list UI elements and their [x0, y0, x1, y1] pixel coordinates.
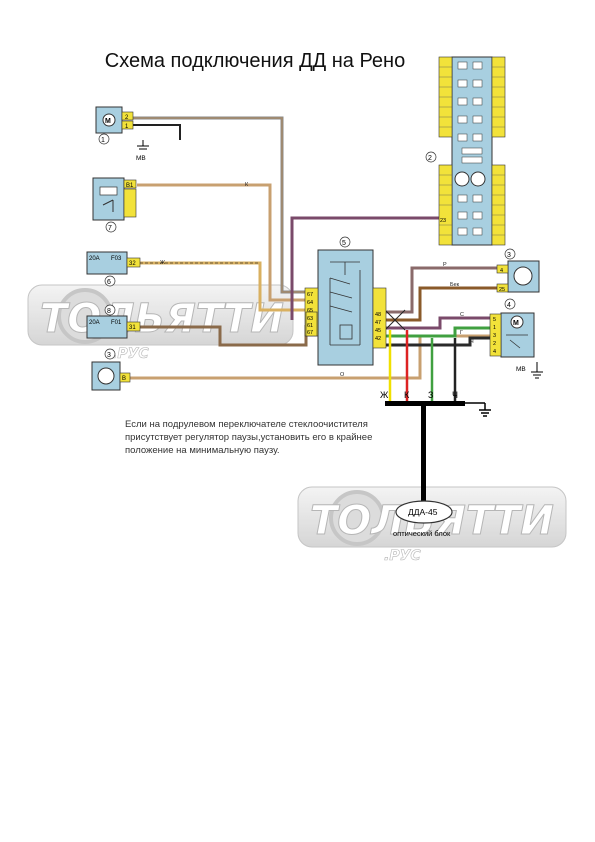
svg-text:5: 5	[493, 317, 496, 323]
note-text: Если на подрулевом переключателе стеклоо…	[125, 419, 373, 456]
wires	[120, 116, 500, 402]
svg-text:B: B	[122, 376, 126, 382]
component-4-wiper-motor: 4 М 5 1 3 2 4 МВ	[489, 298, 543, 379]
svg-text:45: 45	[375, 328, 381, 334]
svg-text:Г: Г	[460, 330, 463, 336]
component-number: 5	[342, 240, 346, 247]
component-number: 7	[108, 225, 112, 232]
svg-text:25: 25	[499, 287, 505, 293]
horn-icon	[97, 367, 115, 385]
component-number: 1	[101, 137, 105, 144]
bus-label: Ж	[380, 390, 389, 400]
bus-label: З	[428, 390, 433, 400]
wire	[140, 325, 308, 347]
tire-icon	[329, 490, 385, 546]
svg-text:МВ: МВ	[136, 155, 146, 162]
component-3-left: 3 B	[91, 348, 131, 391]
svg-text:М: М	[513, 320, 519, 327]
watermark-subtext: .РУС	[112, 346, 149, 362]
svg-text:42: 42	[375, 336, 381, 342]
svg-text:20A: 20A	[89, 320, 100, 326]
svg-text:С: С	[460, 312, 464, 318]
component-number: 6	[107, 279, 111, 286]
svg-text:23: 23	[440, 218, 446, 224]
component-8: 8 20A F01 31	[86, 304, 141, 339]
svg-text:61: 61	[307, 323, 313, 329]
svg-text:20A: 20A	[89, 256, 100, 262]
component-number: 4	[507, 302, 511, 309]
svg-text:65: 65	[307, 308, 313, 314]
watermark-text: ТОЛЬЯТТИ	[40, 296, 284, 342]
wire	[385, 286, 498, 322]
page-title: Схема подключения ДД на Рено	[104, 50, 406, 72]
wire	[137, 183, 306, 302]
indicator-lamps	[457, 61, 483, 164]
motor-icon	[102, 113, 116, 127]
optical-block-label: оптический блок	[393, 529, 451, 538]
svg-text:4: 4	[500, 268, 503, 274]
horn-icon	[513, 266, 533, 286]
dda-sensor: ДДА-45 оптический блок	[393, 500, 453, 538]
watermark-logo: ТОЛЬЯТТИ .РУС	[27, 284, 294, 362]
svg-text:4: 4	[493, 349, 496, 355]
svg-text:48: 48	[375, 312, 381, 318]
switch-contacts	[329, 261, 361, 346]
svg-text:31: 31	[129, 325, 136, 331]
gauge-icon	[470, 171, 486, 187]
component-7: B1 7	[92, 177, 137, 233]
wire	[384, 309, 406, 331]
wire	[385, 326, 492, 338]
motor-icon	[510, 315, 524, 329]
svg-text:Ж: Ж	[160, 260, 165, 266]
svg-text:2: 2	[125, 115, 129, 121]
wire	[133, 117, 306, 293]
wire	[290, 216, 440, 320]
bus-bar: Ж К З Ч	[380, 390, 491, 506]
svg-text:32: 32	[129, 261, 136, 267]
svg-text:64: 64	[307, 300, 313, 306]
svg-text:Ч: Ч	[470, 339, 474, 345]
component-number: 8	[107, 308, 111, 315]
wire-labels: Р Бек С Г Ч К О Ж	[160, 182, 474, 378]
svg-text:2: 2	[493, 341, 496, 347]
svg-text:B1: B1	[126, 183, 134, 189]
svg-text:63: 63	[307, 316, 313, 322]
component-6: 20A F03 32 6	[86, 251, 141, 287]
component-3-right: 3 4 25	[496, 248, 540, 293]
svg-text:М: М	[105, 118, 111, 125]
component-1: М 2 1 1 МВ	[95, 106, 149, 162]
svg-text:К: К	[245, 182, 249, 188]
wire	[385, 266, 498, 314]
component-5-relay: 5 67 64 65 63 61 67 48 47 45 42	[304, 236, 387, 366]
bus-label: Ч	[452, 390, 458, 400]
watermark-logo: ТОЛЬЯТТИ .РУС	[297, 486, 567, 564]
component-number: 3	[107, 352, 111, 359]
wire	[133, 124, 181, 140]
svg-text:МВ: МВ	[516, 366, 526, 373]
watermark-subtext: .РУС	[384, 548, 421, 564]
component-number: 3	[507, 252, 511, 259]
svg-text:1: 1	[493, 325, 496, 331]
wire	[385, 316, 492, 330]
svg-text:67: 67	[307, 292, 313, 298]
svg-text:47: 47	[375, 320, 381, 326]
wire	[385, 336, 492, 347]
component-number: 2	[428, 155, 432, 162]
wire	[120, 334, 500, 380]
gauge-icon	[454, 171, 470, 187]
svg-text:Р: Р	[443, 262, 447, 268]
svg-text:F01: F01	[111, 320, 122, 326]
dda-label: ДДА-45	[408, 507, 438, 517]
svg-text:3: 3	[493, 333, 496, 339]
svg-text:F03: F03	[111, 256, 122, 262]
wire	[133, 116, 306, 294]
bus-label: К	[404, 390, 410, 400]
component-2-cluster: 23 2	[425, 56, 506, 246]
svg-text:О: О	[340, 372, 345, 378]
svg-text:67: 67	[307, 330, 313, 336]
svg-text:Бек: Бек	[450, 282, 460, 288]
svg-text:1: 1	[125, 124, 129, 130]
